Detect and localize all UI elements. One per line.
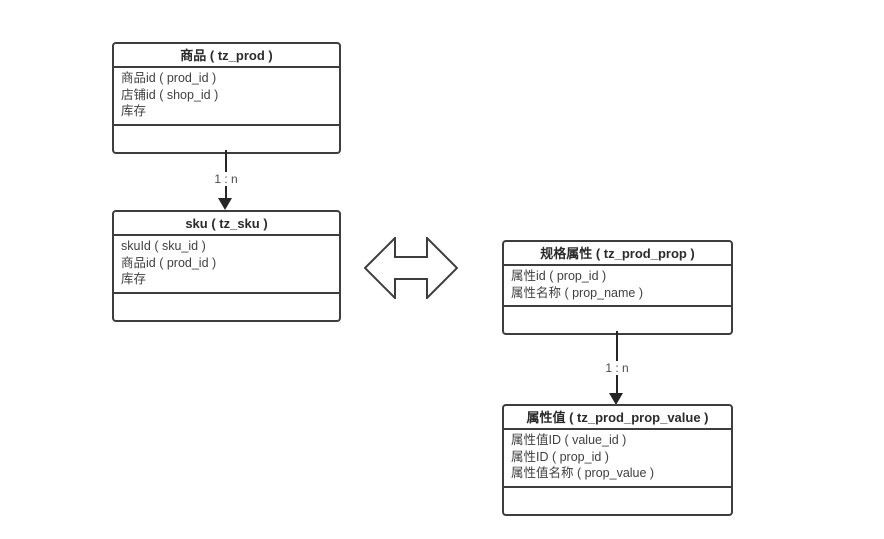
- double-arrow-icon: [364, 237, 458, 299]
- entity-field: 属性名称 ( prop_name ): [511, 285, 643, 300]
- entity-empty-section: [114, 294, 339, 320]
- entity-field: 属性值ID ( value_id ): [511, 433, 627, 447]
- entity-fields-prod: 商品id ( prod_id ) 店铺id ( shop_id ) 库存: [114, 68, 339, 126]
- entity-field: 店铺id ( shop_id ): [121, 87, 219, 102]
- entity-empty-section: [114, 126, 339, 152]
- entity-fields-sku: skuId ( sku_id ) 商品id ( prod_id ) 库存: [114, 236, 339, 294]
- entity-title-prod: 商品 ( tz_prod ): [114, 44, 339, 68]
- entity-title-prod-prop-value: 属性值 ( tz_prod_prop_value ): [504, 406, 731, 430]
- entity-fields-prod-prop: 属性id ( prop_id ) 属性名称 ( prop_name ): [504, 266, 731, 307]
- relation-label-prod-sku: 1 : n: [211, 172, 241, 186]
- arrowhead-down-icon: [609, 393, 623, 405]
- entity-fields-prod-prop-value: 属性值ID ( value_id ) 属性ID ( prop_id ) 属性值名…: [504, 430, 731, 488]
- entity-empty-section: [504, 488, 731, 514]
- entity-box-prod-prop-value: 属性值 ( tz_prod_prop_value ) 属性值ID ( value…: [502, 404, 733, 516]
- entity-field: skuId ( sku_id ): [121, 239, 206, 253]
- entity-empty-section: [504, 307, 731, 333]
- relation-label-prop-value: 1 : n: [602, 361, 632, 375]
- entity-field: 属性id ( prop_id ): [511, 269, 607, 283]
- entity-field: 库存: [121, 272, 147, 286]
- entity-field: 库存: [121, 104, 147, 118]
- entity-field: 属性ID ( prop_id ): [511, 449, 609, 464]
- entity-box-sku: sku ( tz_sku ) skuId ( sku_id ) 商品id ( p…: [112, 210, 341, 322]
- entity-box-prod: 商品 ( tz_prod ) 商品id ( prod_id ) 店铺id ( s…: [112, 42, 341, 154]
- entity-field: 商品id ( prod_id ): [121, 71, 217, 85]
- entity-box-prod-prop: 规格属性 ( tz_prod_prop ) 属性id ( prop_id ) 属…: [502, 240, 733, 335]
- entity-field: 商品id ( prod_id ): [121, 255, 217, 270]
- entity-title-sku: sku ( tz_sku ): [114, 212, 339, 236]
- arrowhead-down-icon: [218, 198, 232, 210]
- entity-title-prod-prop: 规格属性 ( tz_prod_prop ): [504, 242, 731, 266]
- entity-field: 属性值名称 ( prop_value ): [511, 466, 655, 480]
